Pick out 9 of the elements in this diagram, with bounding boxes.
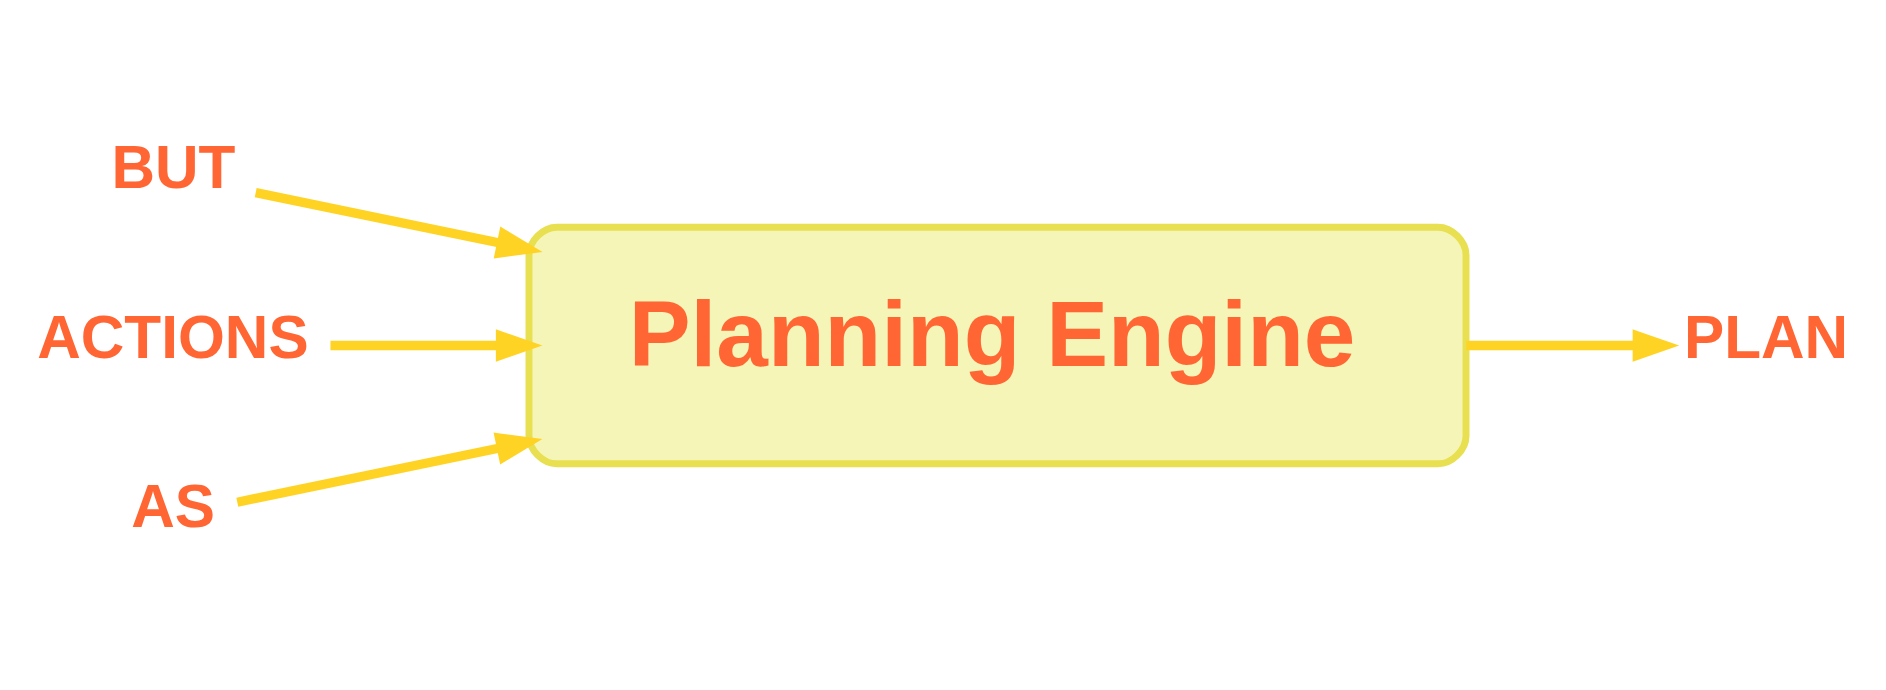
node-text: AS	[131, 471, 215, 540]
arrow	[1466, 328, 1680, 362]
node-text: ACTIONS	[37, 302, 309, 371]
arrow	[254, 187, 543, 258]
arrow	[330, 328, 543, 362]
node-text: PLAN	[1684, 302, 1849, 371]
node-text: BUT	[111, 132, 236, 201]
arrow	[236, 432, 543, 507]
node-box: Planning Engine	[525, 223, 1470, 467]
